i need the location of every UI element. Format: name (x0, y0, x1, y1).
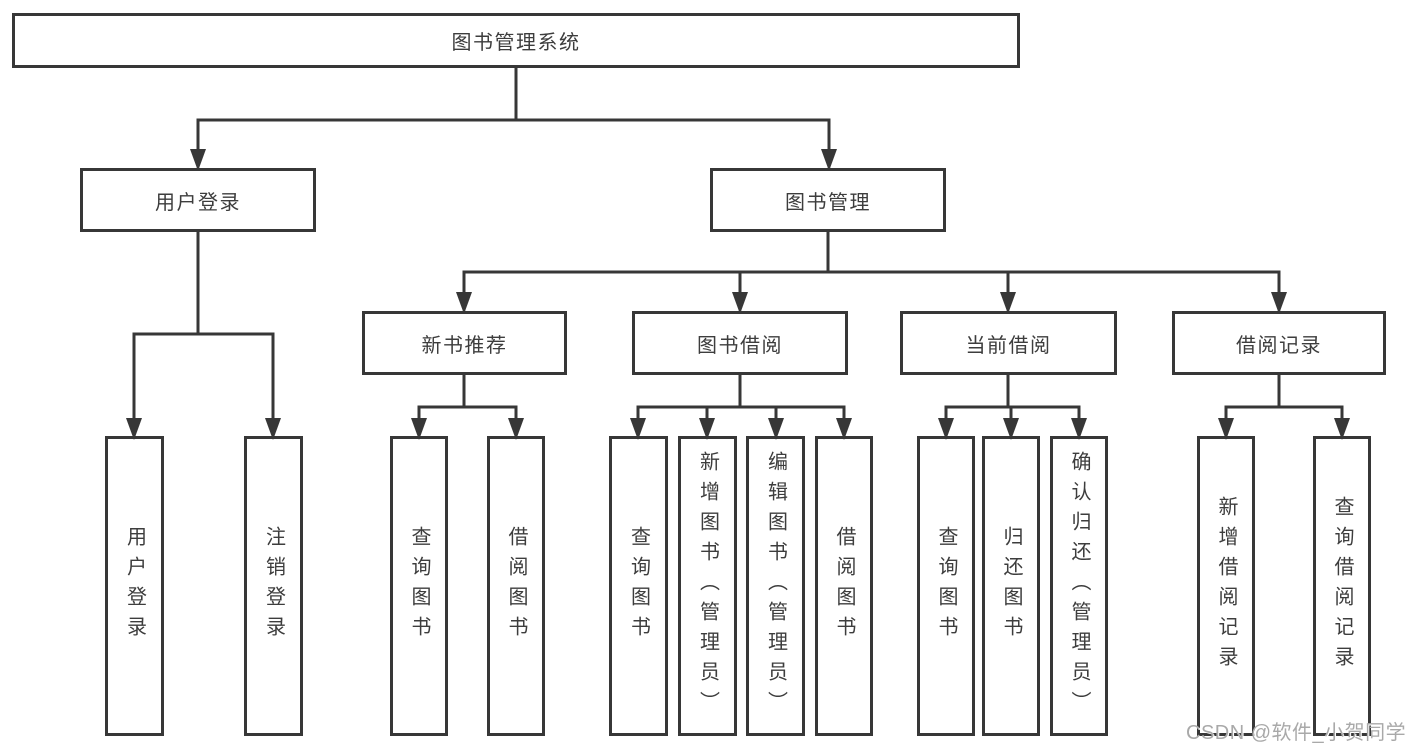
leaf-add-borrow-record: 新增借阅记录 (1197, 436, 1255, 736)
node-borrow-record: 借阅记录 (1172, 311, 1386, 375)
leaf-add-books-admin: 新增图书（管理员） (678, 436, 737, 736)
node-label: 查询图书 (935, 526, 957, 646)
node-label: 图书管理系统 (451, 32, 581, 54)
leaf-logout: 注销登录 (244, 436, 303, 736)
leaf-return-books: 归还图书 (982, 436, 1040, 736)
node-label: 当前借阅 (965, 334, 1052, 357)
node-user-login: 用户登录 (80, 168, 316, 232)
leaf-query-books-1: 查询图书 (390, 436, 448, 736)
node-new-book-recommend: 新书推荐 (362, 311, 567, 375)
node-label: 新增借阅记录 (1215, 496, 1237, 676)
leaf-query-books-2: 查询图书 (609, 436, 668, 736)
node-current-borrow: 当前借阅 (900, 311, 1117, 375)
node-label: 新增图书（管理员） (696, 451, 719, 721)
leaf-confirm-return-admin: 确认归还（管理员） (1050, 436, 1108, 736)
leaf-borrow-books-1: 借阅图书 (487, 436, 545, 736)
node-label: 确认归还（管理员） (1068, 451, 1090, 721)
node-book-borrow: 图书借阅 (632, 311, 848, 375)
node-label: 查询图书 (627, 526, 650, 646)
node-label: 查询借阅记录 (1331, 496, 1353, 676)
node-book-management-system: 图书管理系统 (12, 13, 1020, 68)
node-label: 归还图书 (1000, 526, 1022, 646)
leaf-query-borrow-record: 查询借阅记录 (1313, 436, 1371, 736)
leaf-borrow-books-2: 借阅图书 (815, 436, 873, 736)
leaf-user-login: 用户登录 (105, 436, 164, 736)
node-label: 注销登录 (262, 526, 285, 646)
node-book-management: 图书管理 (710, 168, 946, 232)
node-label: 查询图书 (408, 526, 430, 646)
node-label: 用户登录 (155, 191, 241, 214)
leaf-query-books-3: 查询图书 (917, 436, 975, 736)
node-label: 用户登录 (123, 526, 146, 646)
csdn-watermark: CSDN @软件_小贺同学 (1186, 722, 1405, 744)
node-label: 编辑图书（管理员） (764, 451, 787, 721)
leaf-edit-books-admin: 编辑图书（管理员） (746, 436, 805, 736)
node-label: 新书推荐 (421, 334, 508, 357)
node-label: 借阅图书 (505, 526, 527, 646)
node-label: 图书管理 (785, 191, 871, 214)
node-label: 借阅记录 (1236, 334, 1322, 357)
node-label: 图书借阅 (697, 334, 783, 357)
node-label: 借阅图书 (833, 526, 855, 646)
